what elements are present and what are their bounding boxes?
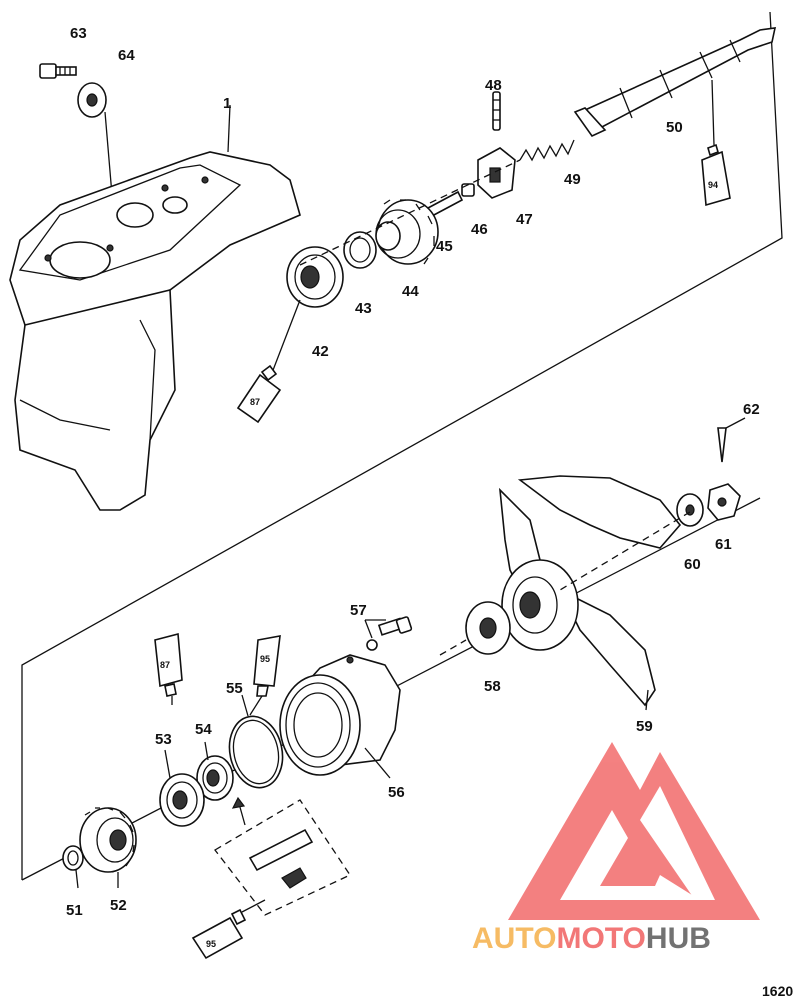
thrust-hub-58 xyxy=(465,601,511,655)
automotohub-logo: AUTOMOTOHUB xyxy=(472,742,760,955)
logo-text-auto: AUTO xyxy=(472,922,556,955)
callout-labels: 63 64 1 48 50 49 47 46 45 44 43 42 94 87… xyxy=(66,25,760,949)
cam-follower-46 xyxy=(461,183,475,197)
tube-87-bottom xyxy=(154,632,183,697)
tube-label-87-top: 87 xyxy=(250,397,260,407)
callout-52: 52 xyxy=(110,897,127,914)
gear-housing-1 xyxy=(9,151,301,511)
logo-text-hub: HUB xyxy=(646,922,711,955)
bolt-63 xyxy=(39,63,77,79)
callout-53: 53 xyxy=(155,731,172,748)
callout-51: 51 xyxy=(66,902,83,919)
pinion-gear-44 xyxy=(375,199,439,265)
callout-59: 59 xyxy=(636,718,653,735)
callout-57: 57 xyxy=(350,602,367,619)
callout-50: 50 xyxy=(666,119,683,136)
callout-46: 46 xyxy=(471,221,488,238)
tube-95-bottom xyxy=(191,908,247,960)
callout-54: 54 xyxy=(195,721,212,738)
callout-62: 62 xyxy=(743,401,760,418)
tube-label-95-bottom: 95 xyxy=(206,939,216,949)
callout-49: 49 xyxy=(564,171,581,188)
washer-60 xyxy=(676,493,704,527)
ring-51 xyxy=(62,845,84,871)
ring-43 xyxy=(343,231,377,269)
logo-text-moto: MOTO xyxy=(556,922,645,955)
callout-61: 61 xyxy=(715,536,732,553)
castle-nut-61 xyxy=(707,483,741,521)
pin-48 xyxy=(492,91,501,131)
tube-95-top xyxy=(253,635,281,697)
callout-63: 63 xyxy=(70,25,87,42)
svg-text:AUTOMOTOHUB: AUTOMOTOHUB xyxy=(472,922,711,955)
drive-shaft-50 xyxy=(573,27,777,138)
callout-45: 45 xyxy=(436,238,453,255)
callout-1: 1 xyxy=(223,95,231,112)
propeller-59 xyxy=(498,475,682,707)
spring-49 xyxy=(519,139,575,162)
bearing-54 xyxy=(196,755,234,801)
callout-48: 48 xyxy=(485,77,502,94)
bearing-53 xyxy=(159,773,205,827)
tube-label-87-bottom: 87 xyxy=(160,660,170,670)
callout-64: 64 xyxy=(118,47,135,64)
callout-55: 55 xyxy=(226,680,243,697)
detail-box xyxy=(214,799,351,916)
bushing-64 xyxy=(77,82,107,118)
o-ring-55 xyxy=(228,715,284,789)
tube-label-94: 94 xyxy=(708,180,718,190)
callout-58: 58 xyxy=(484,678,501,695)
tube-87-top xyxy=(236,364,282,424)
bearing-carrier-56 xyxy=(279,654,401,776)
tube-label-95-top: 95 xyxy=(260,654,270,664)
screws-57 xyxy=(366,616,413,651)
bearing-42 xyxy=(286,246,344,308)
callout-43: 43 xyxy=(355,300,372,317)
callout-47: 47 xyxy=(516,211,533,228)
callout-42: 42 xyxy=(312,343,329,360)
clutch-47 xyxy=(477,147,516,199)
forward-gear-52 xyxy=(79,807,137,873)
callout-44: 44 xyxy=(402,283,419,300)
figure-number: 1620 xyxy=(762,983,793,999)
callout-56: 56 xyxy=(388,784,405,801)
cotter-pin-62 xyxy=(717,427,727,463)
tube-94 xyxy=(701,143,731,207)
callout-60: 60 xyxy=(684,556,701,573)
